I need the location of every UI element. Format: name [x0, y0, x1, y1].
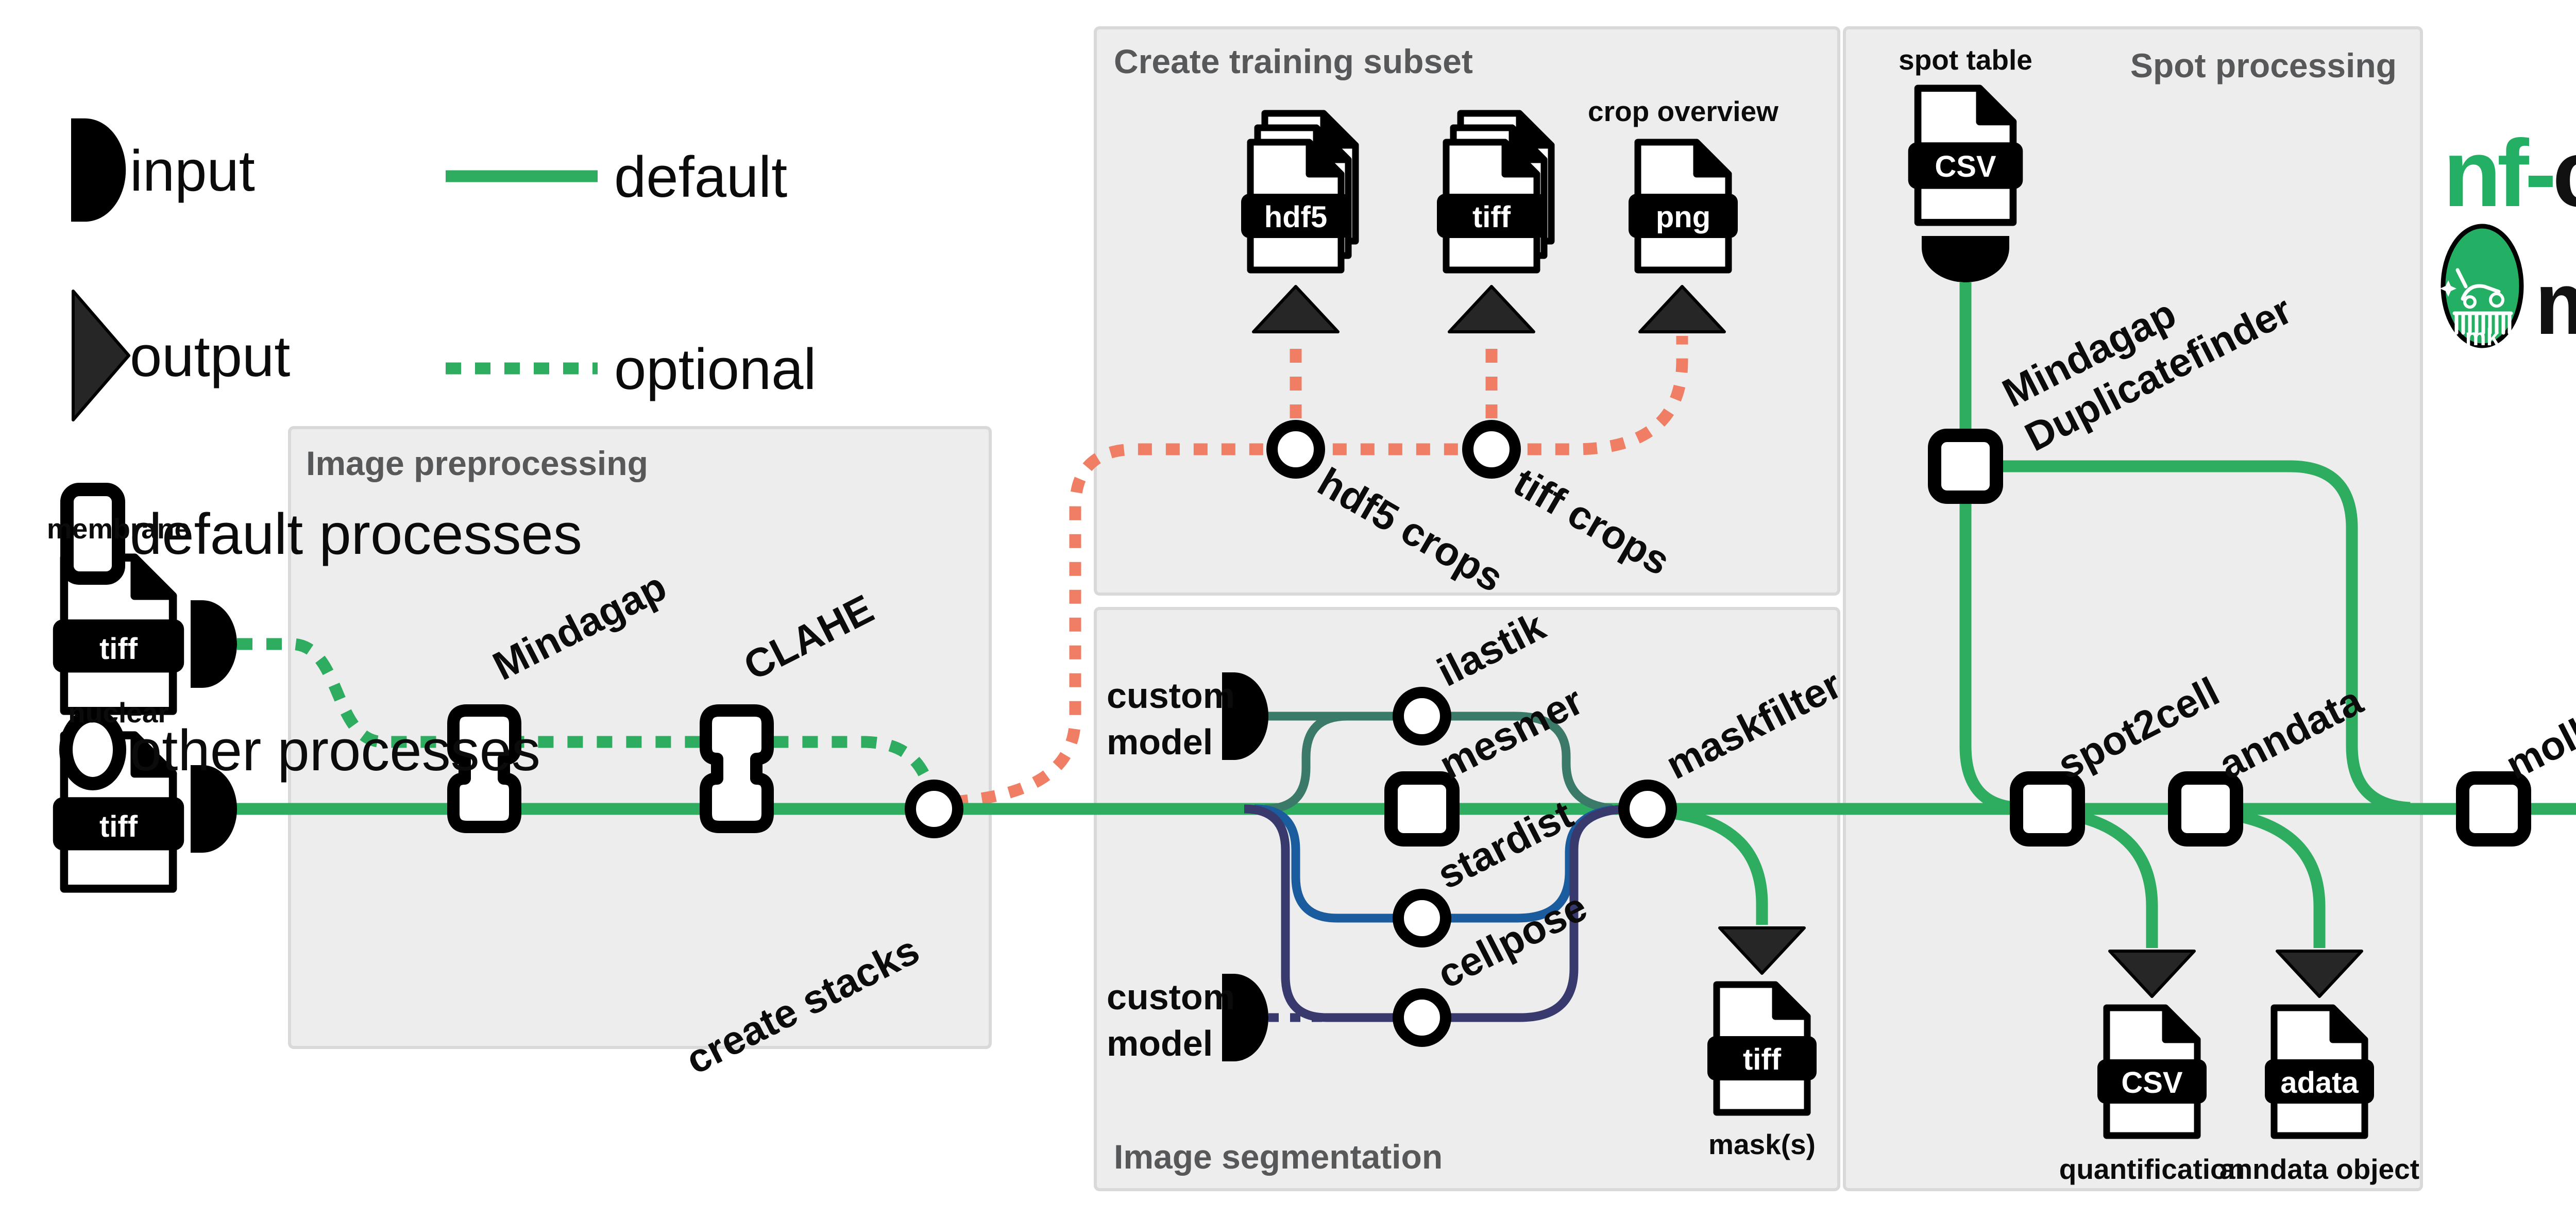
- band-nuclear-tiff: tiff: [99, 810, 138, 843]
- quant-output-branch: [2065, 808, 2158, 948]
- nf-core-molkart-logo: nf-core/ mk molkart: [2440, 121, 2576, 353]
- node-hdf5-crops: [1272, 426, 1319, 473]
- box-spot-processing: [1843, 26, 2423, 1191]
- band-mask-tiff: tiff: [1743, 1043, 1782, 1076]
- legend-default-label: default: [614, 145, 787, 209]
- label-anndata-object: anndata object: [2219, 1153, 2419, 1185]
- node-maskfilter: [1624, 785, 1671, 833]
- band-hdf5: hdf5: [1264, 200, 1327, 234]
- label-custom-model-top-2: model: [1107, 722, 1213, 762]
- logo-nf: nf-: [2443, 121, 2553, 227]
- adata-output-branch: [2227, 808, 2326, 948]
- legend-output-icon: [72, 290, 130, 421]
- grass-comb: [2452, 311, 2513, 335]
- label-custom-model-top-1: custom: [1107, 675, 1235, 716]
- membrane-input-icon: [191, 600, 237, 688]
- tiff-file-stack-icon: [1437, 113, 1551, 270]
- mk-badge-icon: mk: [2440, 224, 2524, 350]
- duplicatefinder-bypass-line: [1995, 460, 2411, 814]
- logo-core: core/: [2552, 121, 2576, 227]
- band-membrane-tiff: tiff: [99, 632, 138, 666]
- logo-molkart: molkart: [2535, 254, 2576, 353]
- ilastik-rail: [1267, 712, 1612, 813]
- band-spot-csv: CSV: [1935, 150, 1996, 183]
- mower-wheel-left: [2463, 295, 2477, 309]
- badge-mk-label: mk: [2465, 324, 2500, 350]
- mower-body: [2461, 284, 2501, 301]
- label-membrane: membrane: [47, 513, 190, 545]
- duplicatefinder-down-line: [1959, 495, 2023, 814]
- legend-output-label: output: [130, 324, 290, 388]
- label-molkartqc: molkartqc: [2499, 660, 2576, 788]
- label-custom-model-bottom-2: model: [1107, 1023, 1213, 1063]
- legend-default-process-icon: [60, 483, 125, 585]
- box-image-segmentation: [1094, 607, 1840, 1191]
- node-ilastik: [1398, 692, 1446, 740]
- rail-membrane-optional: [237, 638, 938, 797]
- title-image-preprocessing: Image preprocessing: [306, 444, 648, 482]
- legend-other-processes-label: other processes: [130, 718, 540, 783]
- node-spot2cell: [2016, 778, 2078, 840]
- node-duplicatefinder: [1935, 435, 1996, 497]
- rail-training-optional: [954, 335, 1688, 808]
- node-mesmer: [1391, 778, 1453, 840]
- band-quant-csv: CSV: [2121, 1066, 2183, 1099]
- node-create-stacks: [910, 785, 958, 833]
- mask-output-branch: [1674, 807, 1768, 925]
- legend: input output default processes other pro…: [59, 118, 816, 790]
- node-anndata: [2175, 778, 2236, 840]
- cellpose-branch: [1244, 804, 1327, 1022]
- label-custom-model-bottom-1: custom: [1107, 977, 1235, 1017]
- cellpose-rail: [1327, 805, 1619, 1022]
- node-cellpose: [1398, 994, 1446, 1041]
- title-create-training-subset: Create training subset: [1114, 42, 1473, 80]
- label-spot-table: spot table: [1899, 44, 2032, 76]
- legend-other-process-icon: [59, 709, 126, 790]
- hdf5-file-stack-icon: [1241, 113, 1355, 270]
- stardist-branch: [1254, 804, 1337, 923]
- label-crop-overview: crop overview: [1588, 95, 1778, 127]
- label-masks: mask(s): [1708, 1128, 1816, 1160]
- rail-segmentation: [1244, 712, 1619, 1022]
- band-png: png: [1656, 200, 1710, 234]
- mower-wheel-right: [2489, 292, 2504, 308]
- label-quantification: quantification: [2059, 1153, 2245, 1185]
- node-molkartqc: [2463, 778, 2524, 840]
- node-clahe: [706, 711, 768, 827]
- legend-default-processes-label: default processes: [130, 502, 582, 566]
- logo-wordmark: nf-core/: [2443, 121, 2576, 227]
- mower-handle: [2455, 268, 2468, 289]
- title-spot-processing: Spot processing: [2130, 46, 2397, 84]
- spark-icon: [2440, 280, 2456, 297]
- node-stardist: [1398, 894, 1446, 942]
- node-tiff-crops: [1468, 426, 1515, 473]
- legend-optional-label: optional: [614, 337, 816, 401]
- band-tiff: tiff: [1472, 200, 1511, 234]
- title-image-segmentation: Image segmentation: [1114, 1138, 1443, 1176]
- legend-input-icon: [71, 118, 126, 222]
- salmon-rail: [954, 336, 1688, 808]
- band-adata: adata: [2280, 1066, 2359, 1099]
- label-nuclear: nuclear: [68, 697, 169, 729]
- legend-input-label: input: [130, 139, 255, 203]
